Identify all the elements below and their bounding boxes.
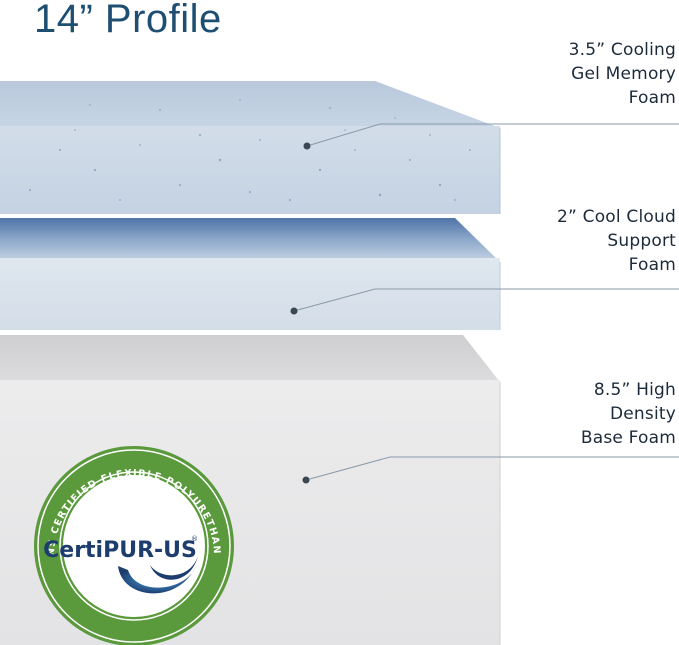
leader-bottom-dot [302, 476, 310, 484]
seal-inner-disc [63, 475, 205, 617]
seal-registered-mark: ® [191, 535, 198, 543]
layer-label-line: 2” Cool Cloud [557, 207, 676, 227]
layer-middle [0, 218, 501, 330]
layer-middle-front-face [0, 258, 500, 330]
layer-bottom-top-face [0, 335, 500, 382]
layer-label-top: 3.5” Cooling Gel Memory Foam [569, 38, 676, 110]
layer-label-line: 8.5” High [593, 380, 676, 400]
page-title: 14” Profile [34, 0, 222, 41]
seal-swoosh-icon [118, 566, 196, 594]
layer-top-front-face [0, 126, 500, 214]
layer-label-line: Support [607, 231, 676, 251]
layer-label-line: Gel Memory [571, 64, 676, 84]
leader-bottom [302, 456, 679, 484]
layer-middle-top-face [0, 218, 500, 262]
gel-speckles [29, 99, 471, 201]
seal-brand-text: CertiPUR-US [43, 538, 197, 563]
layer-label-line: Foam [628, 88, 676, 108]
layer-label-line: 3.5” Cooling [568, 40, 676, 60]
leader-middle-dot [290, 307, 298, 315]
layer-top [0, 81, 501, 214]
layer-label-line: Density [609, 404, 676, 424]
layer-label-line: Foam [628, 255, 676, 275]
layer-label-middle: 2” Cool Cloud Support Foam [557, 205, 676, 277]
layer-top-top-face [0, 81, 500, 128]
leader-middle [290, 288, 679, 315]
layer-label-bottom: 8.5” High Density Base Foam [581, 378, 676, 450]
leader-top [303, 123, 679, 150]
layer-label-line: Base Foam [580, 428, 676, 448]
leader-top-dot [303, 142, 311, 150]
